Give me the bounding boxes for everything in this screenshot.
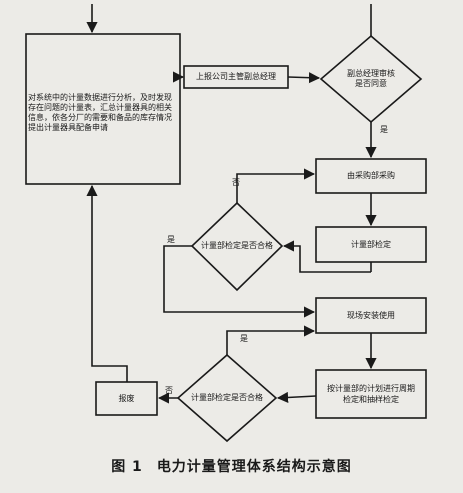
check1-yes-label: 是 bbox=[167, 235, 175, 244]
check1-diamond bbox=[190, 201, 284, 292]
figure-caption: 图 1 电力计量管理体系结构示意图 bbox=[0, 456, 463, 476]
purchase-text: 由采购部采购 bbox=[347, 171, 395, 180]
approve-yes-label: 是 bbox=[380, 125, 388, 134]
check1-text: 计量部检定是否合格 bbox=[201, 241, 273, 250]
check2-no-label: 否 bbox=[165, 386, 173, 395]
arrow-scrap-analysis bbox=[86, 184, 128, 382]
periodic-text: 按计量部的计划进行周期 检定和抽样检定 bbox=[316, 370, 426, 418]
arrow-check2-yes-install bbox=[226, 325, 316, 355]
approve-text-line2: 是否同意 bbox=[355, 79, 387, 88]
arrow-periodic-check2 bbox=[276, 391, 317, 404]
periodic-box bbox=[315, 369, 427, 419]
approve-text: 副总经理审核 是否同意 bbox=[331, 64, 411, 94]
inspect-text: 计量部检定 bbox=[351, 239, 391, 249]
periodic-text-line1: 按计量部的计划进行周期 bbox=[327, 384, 415, 393]
approve-text-line1: 副总经理审核 bbox=[347, 69, 395, 78]
analysis-box bbox=[25, 33, 181, 185]
check1-no-label: 否 bbox=[232, 178, 240, 187]
analysis-text: 对系统中的计量数据进行分析，及时发现存在问题的计量表，汇总计量器具的相关信息，依… bbox=[28, 93, 172, 132]
arrow-check1-no-purchase bbox=[236, 168, 316, 203]
arrow-report-approve bbox=[287, 72, 321, 84]
scrap-text: 报废 bbox=[118, 393, 135, 403]
figure-number: 图 1 bbox=[111, 459, 143, 475]
report-text: 上报公司主管副总经理 bbox=[196, 72, 276, 81]
check2-text: 计量部检定是否合格 bbox=[191, 393, 263, 402]
figure-title: 电力计量管理体系结构示意图 bbox=[156, 459, 352, 475]
check2-yes-label: 是 bbox=[240, 334, 248, 343]
check2-diamond bbox=[176, 353, 278, 443]
arrow-check1-yes-install bbox=[163, 245, 316, 318]
arrow-inspect-check1-b bbox=[282, 240, 371, 273]
install-text: 现场安装使用 bbox=[347, 310, 395, 320]
periodic-text-line2: 检定和抽样检定 bbox=[343, 395, 399, 404]
